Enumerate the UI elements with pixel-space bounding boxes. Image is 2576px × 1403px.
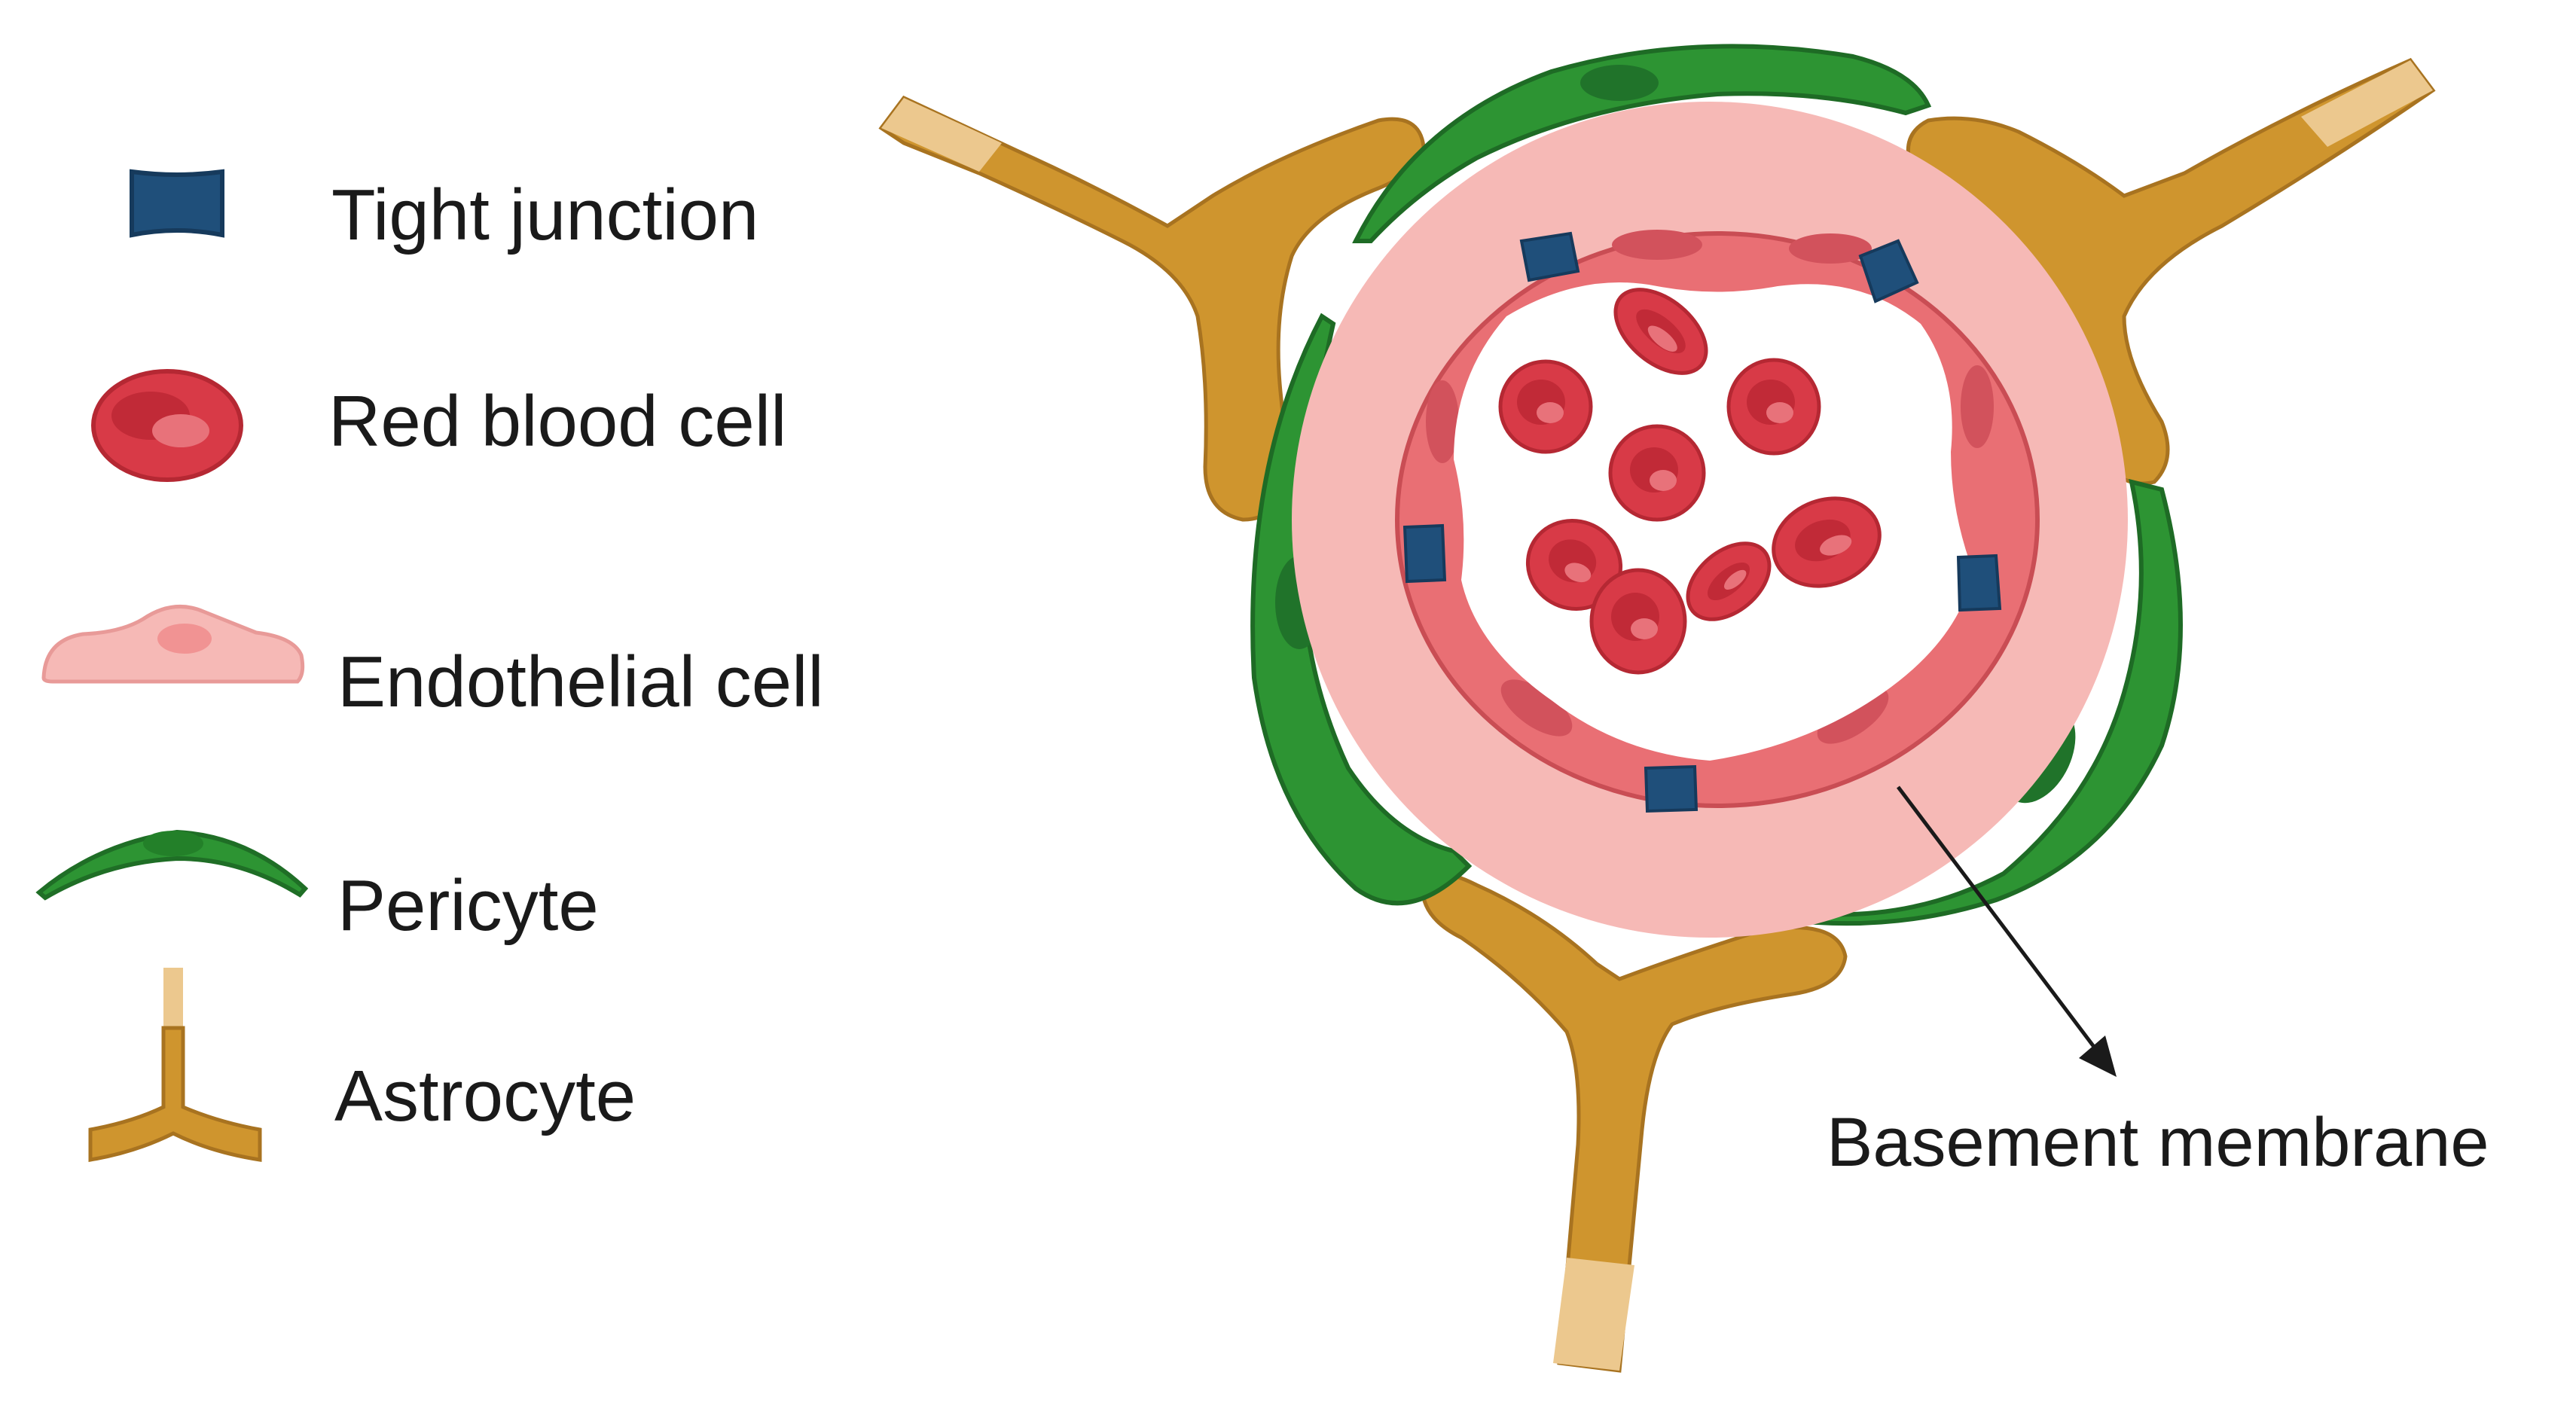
astrocyte-bottom bbox=[1421, 871, 1848, 1373]
red-blood-cell bbox=[1726, 358, 1821, 456]
legend-item-endothelial-cell: Endothelial cell bbox=[41, 604, 824, 722]
legend-label-astrocyte: Astrocyte bbox=[334, 1056, 636, 1136]
vessel-cross-section bbox=[878, 44, 2436, 1373]
endothelial-nucleus bbox=[1426, 380, 1459, 463]
basement-membrane-label: Basement membrane bbox=[1827, 1104, 2489, 1181]
tight-junction-icon bbox=[1956, 554, 2002, 612]
legend-item-pericyte: Pericyte bbox=[35, 829, 599, 946]
legend-item-red-blood-cell: Red blood cell bbox=[91, 369, 786, 482]
endothelial-nucleus bbox=[157, 624, 212, 654]
endothelial-nucleus bbox=[1612, 230, 1702, 260]
endothelial-nucleus bbox=[1789, 233, 1872, 264]
basement-membrane-callout: Basement membrane bbox=[1827, 785, 2489, 1181]
red-blood-cell bbox=[1772, 496, 1882, 588]
red-blood-cell bbox=[1608, 424, 1706, 522]
astrocyte-icon bbox=[88, 968, 262, 1162]
red-blood-cell-icon bbox=[91, 369, 243, 482]
endothelial-nucleus bbox=[1961, 365, 1994, 448]
tight-junction-icon bbox=[1519, 231, 1580, 282]
pericyte-nucleus bbox=[1580, 65, 1659, 101]
tight-junction-icon bbox=[1402, 523, 1447, 584]
arrow-head-icon bbox=[2079, 1035, 2117, 1077]
pericyte-nucleus bbox=[143, 831, 203, 856]
astrocyte-top-left bbox=[878, 95, 1426, 522]
red-blood-cell bbox=[1498, 359, 1593, 454]
red-blood-cell bbox=[1525, 519, 1623, 611]
legend-label-tight-junction: Tight junction bbox=[331, 175, 758, 255]
tight-junctions bbox=[1402, 231, 2002, 813]
legend-label-red-blood-cell: Red blood cell bbox=[328, 381, 786, 462]
callout-arrow-line bbox=[1897, 785, 2095, 1048]
pericyte-top bbox=[1352, 44, 1932, 243]
legend: Tight junction Red blood cell Endothelia… bbox=[35, 169, 824, 1162]
tight-junction-icon bbox=[1644, 764, 1699, 813]
endothelial-nucleus bbox=[1817, 687, 1889, 744]
tight-junction-icon bbox=[1858, 239, 1919, 303]
pericyte-icon bbox=[35, 829, 309, 901]
legend-label-endothelial-cell: Endothelial cell bbox=[337, 642, 824, 722]
endothelial-nucleus bbox=[1500, 679, 1573, 737]
red-blood-cell bbox=[1686, 541, 1772, 621]
red-blood-cell bbox=[1613, 288, 1708, 375]
legend-label-pericyte: Pericyte bbox=[337, 865, 599, 946]
endothelial-layer bbox=[1395, 230, 2040, 808]
red-blood-cell bbox=[1589, 568, 1687, 675]
legend-item-tight-junction: Tight junction bbox=[130, 169, 758, 255]
legend-item-astrocyte: Astrocyte bbox=[88, 968, 636, 1162]
tight-junction-icon bbox=[130, 169, 224, 238]
red-blood-cells bbox=[1498, 288, 1882, 675]
